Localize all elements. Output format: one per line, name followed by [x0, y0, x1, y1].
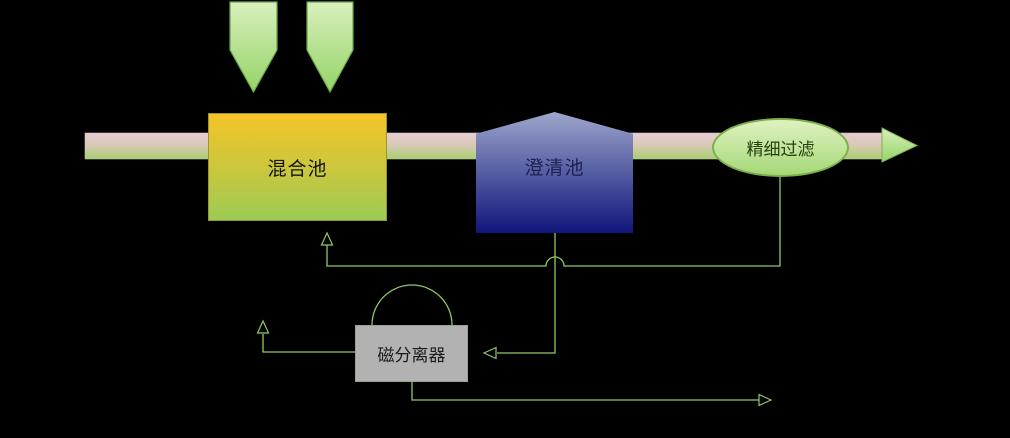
connector-separator-return	[262, 334, 355, 353]
arrowhead-left-to-separator-icon	[482, 346, 497, 360]
connector-clarifier-to-separator	[497, 233, 556, 354]
fine-filter-label: 精细过滤	[746, 140, 815, 160]
node-mixing-pool: 混合池	[208, 113, 387, 221]
node-clarifier: 澄清池	[476, 112, 633, 233]
pipe-outlet-arrow-icon	[881, 127, 919, 163]
clarifier-label: 澄清池	[524, 156, 585, 179]
node-fine-filter: 精细过滤	[712, 118, 849, 177]
node-magnetic-separator: 磁分离器	[355, 325, 468, 382]
magnetic-separator-label: 磁分离器	[377, 346, 446, 366]
arrowhead-up-return-icon	[256, 319, 270, 334]
arrowhead-up-to-mixing-icon	[320, 231, 334, 246]
inlet-down-arrow-icon-1	[229, 1, 278, 94]
arrowhead-right-discharge-icon	[758, 393, 773, 407]
connector-separator-discharge	[411, 382, 759, 401]
inlet-down-arrow-icon-2	[306, 1, 354, 94]
mixing-pool-label: 混合池	[267, 157, 328, 180]
